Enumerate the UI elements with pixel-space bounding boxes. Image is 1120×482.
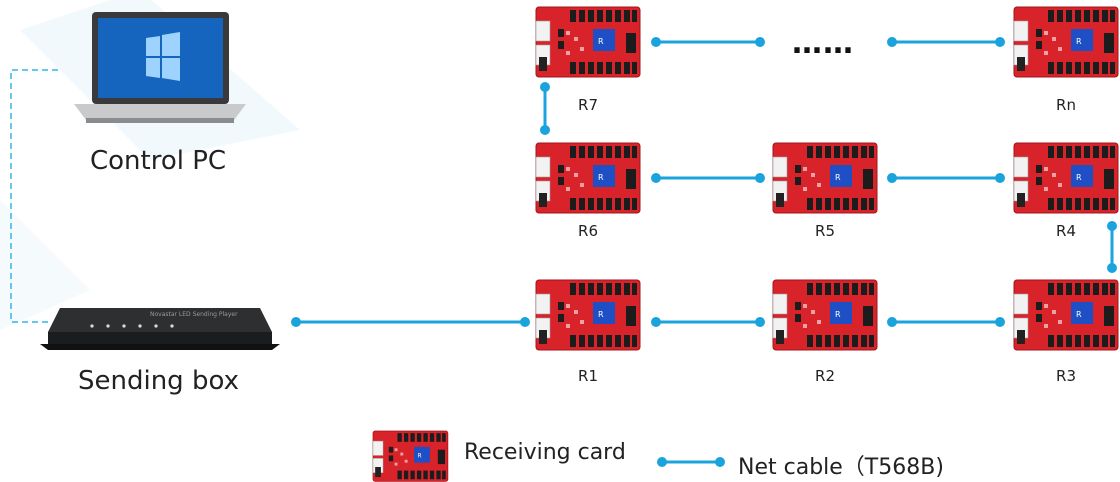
cable-endpoint — [887, 173, 897, 183]
control-pc-label: Control PC — [90, 146, 227, 176]
cable-endpoint — [755, 37, 765, 47]
card-label-r4: R4 — [1056, 222, 1076, 240]
cable-endpoint — [291, 317, 301, 327]
laptop-icon — [74, 12, 246, 123]
receiving-card-r2 — [772, 279, 878, 351]
cable-endpoint — [1107, 263, 1117, 273]
card-label-r1: R1 — [578, 367, 598, 385]
cable-endpoint — [887, 317, 897, 327]
receiving-card-r5 — [772, 142, 878, 214]
card-label-r7: R7 — [578, 96, 598, 114]
background-shape — [0, 200, 90, 330]
control-link-line — [10, 69, 58, 323]
card-label-r2: R2 — [815, 367, 835, 385]
legend-net-cable-icon — [657, 457, 725, 467]
cable-endpoint — [1107, 221, 1117, 231]
cable-endpoint — [995, 173, 1005, 183]
cable-endpoint — [520, 317, 530, 327]
cable-endpoint — [651, 173, 661, 183]
cable-endpoint — [887, 37, 897, 47]
legend-receiving-card-label: Receiving card — [464, 440, 626, 465]
receiving-card-r4 — [1013, 142, 1119, 214]
legend-net-cable-label: Net cable（T568B) — [738, 455, 944, 480]
cable-endpoint — [755, 317, 765, 327]
sending-box-label: Sending box — [78, 366, 239, 396]
receiving-card-rn — [1013, 6, 1119, 78]
receiving-card-r7 — [535, 6, 641, 78]
legend-receiving-card-icon — [372, 430, 449, 482]
cable-endpoint — [540, 82, 550, 92]
cable-endpoint — [651, 317, 661, 327]
card-label-r3: R3 — [1056, 367, 1076, 385]
card-label-r5: R5 — [815, 222, 835, 240]
net-cables — [291, 37, 1117, 327]
cable-endpoint — [540, 125, 550, 135]
ellipsis-more-cards: …… — [792, 26, 854, 61]
receiving-card-r3 — [1013, 279, 1119, 351]
receiving-card-r1 — [535, 279, 641, 351]
cable-endpoint — [995, 317, 1005, 327]
sending-box-icon: Novastar LED Sending Player — [40, 308, 280, 350]
card-label-r6: R6 — [578, 222, 598, 240]
card-label-rn: Rn — [1056, 96, 1076, 114]
sending-box-brand-text: Novastar LED Sending Player — [150, 311, 238, 318]
cable-endpoint — [755, 173, 765, 183]
cable-endpoint — [995, 37, 1005, 47]
receiving-card-r6 — [535, 142, 641, 214]
cable-endpoint — [651, 37, 661, 47]
